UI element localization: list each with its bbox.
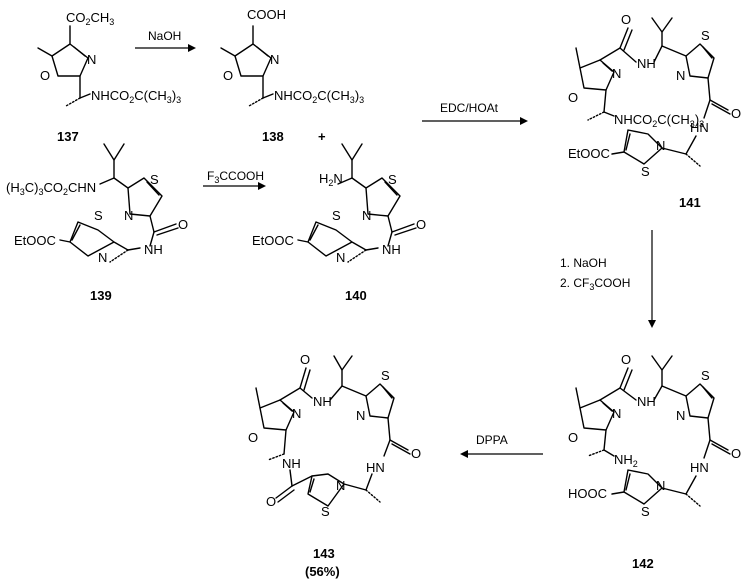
atom-o: O — [411, 446, 421, 461]
boc-amine-group: NHCO2C(CH3)3 — [614, 112, 704, 129]
atom-nh: NH — [282, 456, 301, 471]
amine-group: NH2 — [614, 452, 638, 469]
atom-n: N — [336, 478, 345, 493]
ester-group: EtOOC — [252, 233, 294, 248]
atom-n: N — [270, 52, 279, 67]
atom-n: N — [362, 208, 371, 223]
compound-138: COOH N O NHCO2C(CH3)3 138 + — [220, 7, 364, 144]
atom-hn: HN — [366, 460, 385, 475]
ester-group: EtOOC — [14, 233, 56, 248]
atom-s: S — [701, 368, 710, 383]
yield-label: (56%) — [305, 564, 340, 579]
atom-o: O — [300, 352, 310, 367]
amine-group: H2N — [319, 171, 343, 188]
atom-s: S — [381, 368, 390, 383]
atom-n: N — [676, 68, 685, 83]
reagent-tfa: F3CCOOH — [207, 169, 264, 185]
compound-label-142: 142 — [632, 556, 654, 571]
atom-nh: NH — [313, 394, 332, 409]
plus-sign: + — [318, 129, 326, 144]
acid-group: COOH — [247, 7, 286, 22]
atom-o: O — [731, 106, 741, 121]
atom-n: N — [656, 478, 665, 493]
compound-142: O NH S N O HN N O N S NH2 HOOC 142 — [568, 352, 741, 571]
atom-s: S — [641, 504, 650, 519]
atom-s: S — [388, 172, 397, 187]
reagent-naoh: NaOH — [148, 29, 181, 43]
compound-141: O NH S N O HN N O N S NHCO2C(CH3)3 EtOOC… — [568, 12, 741, 210]
atom-o: O — [40, 68, 50, 83]
compound-140: H2N S N O NH S N EtOOC 140 — [252, 143, 426, 303]
acid-group: HOOC — [568, 486, 607, 501]
atom-s: S — [701, 28, 710, 43]
arrow-edc — [422, 117, 528, 125]
atom-s: S — [150, 172, 159, 187]
compound-label-141: 141 — [679, 195, 701, 210]
atom-o: O — [731, 446, 741, 461]
atom-hn: HN — [690, 460, 709, 475]
atom-s: S — [94, 208, 103, 223]
boc-amine-group: (H3C)3CO2CHN — [6, 180, 96, 197]
atom-o: O — [621, 352, 631, 367]
boc-amine-group: NHCO2C(CH3)3 — [91, 88, 181, 105]
atom-o: O — [266, 494, 276, 509]
atom-n: N — [612, 406, 621, 421]
atom-o: O — [223, 68, 233, 83]
atom-nh: NH — [382, 242, 401, 257]
atom-o: O — [178, 217, 188, 232]
reagent-dppa: DPPA — [476, 433, 508, 447]
ester-group: CO2CH3 — [66, 10, 114, 27]
atom-o: O — [416, 217, 426, 232]
reagent-step1: 1. NaOH — [560, 256, 607, 270]
compound-label-143: 143 — [313, 546, 335, 561]
atom-n: N — [98, 250, 107, 265]
arrow-naoh-tfa — [648, 230, 656, 328]
atom-n: N — [676, 408, 685, 423]
atom-n: N — [87, 52, 96, 67]
atom-nh: NH — [144, 242, 163, 257]
reagent-step2: 2. CF3COOH — [560, 276, 630, 292]
arrow-dppa — [460, 450, 543, 458]
compound-label-137: 137 — [57, 129, 79, 144]
compound-137: CO2CH3 N O NHCO2C(CH3)3 137 — [37, 10, 181, 144]
boc-amine-group: NHCO2C(CH3)3 — [274, 88, 364, 105]
atom-s: S — [332, 208, 341, 223]
compound-label-139: 139 — [90, 288, 112, 303]
atom-n: N — [612, 66, 621, 81]
compound-143: O NH S N O HN N O N S NH O 143 (56%) — [248, 352, 421, 579]
atom-n: N — [124, 208, 133, 223]
atom-hn: HN — [690, 120, 709, 135]
atom-o: O — [568, 430, 578, 445]
compound-139: (H3C)3CO2CHN S N O NH S N EtOOC 139 — [6, 143, 188, 303]
compound-label-140: 140 — [345, 288, 367, 303]
reagent-edc-hoat: EDC/HOAt — [440, 101, 499, 115]
atom-n: N — [656, 138, 665, 153]
atom-s: S — [321, 504, 330, 519]
atom-n: N — [292, 406, 301, 421]
atom-o: O — [621, 12, 631, 27]
atom-o: O — [568, 90, 578, 105]
atom-n: N — [336, 250, 345, 265]
arrow-tfa — [203, 182, 266, 190]
atom-o: O — [248, 430, 258, 445]
atom-nh: NH — [637, 56, 656, 71]
arrow-naoh — [135, 44, 196, 52]
atom-s: S — [641, 164, 650, 179]
atom-nh: NH — [637, 394, 656, 409]
compound-label-138: 138 — [262, 129, 284, 144]
atom-n: N — [356, 408, 365, 423]
ester-group: EtOOC — [568, 146, 610, 161]
